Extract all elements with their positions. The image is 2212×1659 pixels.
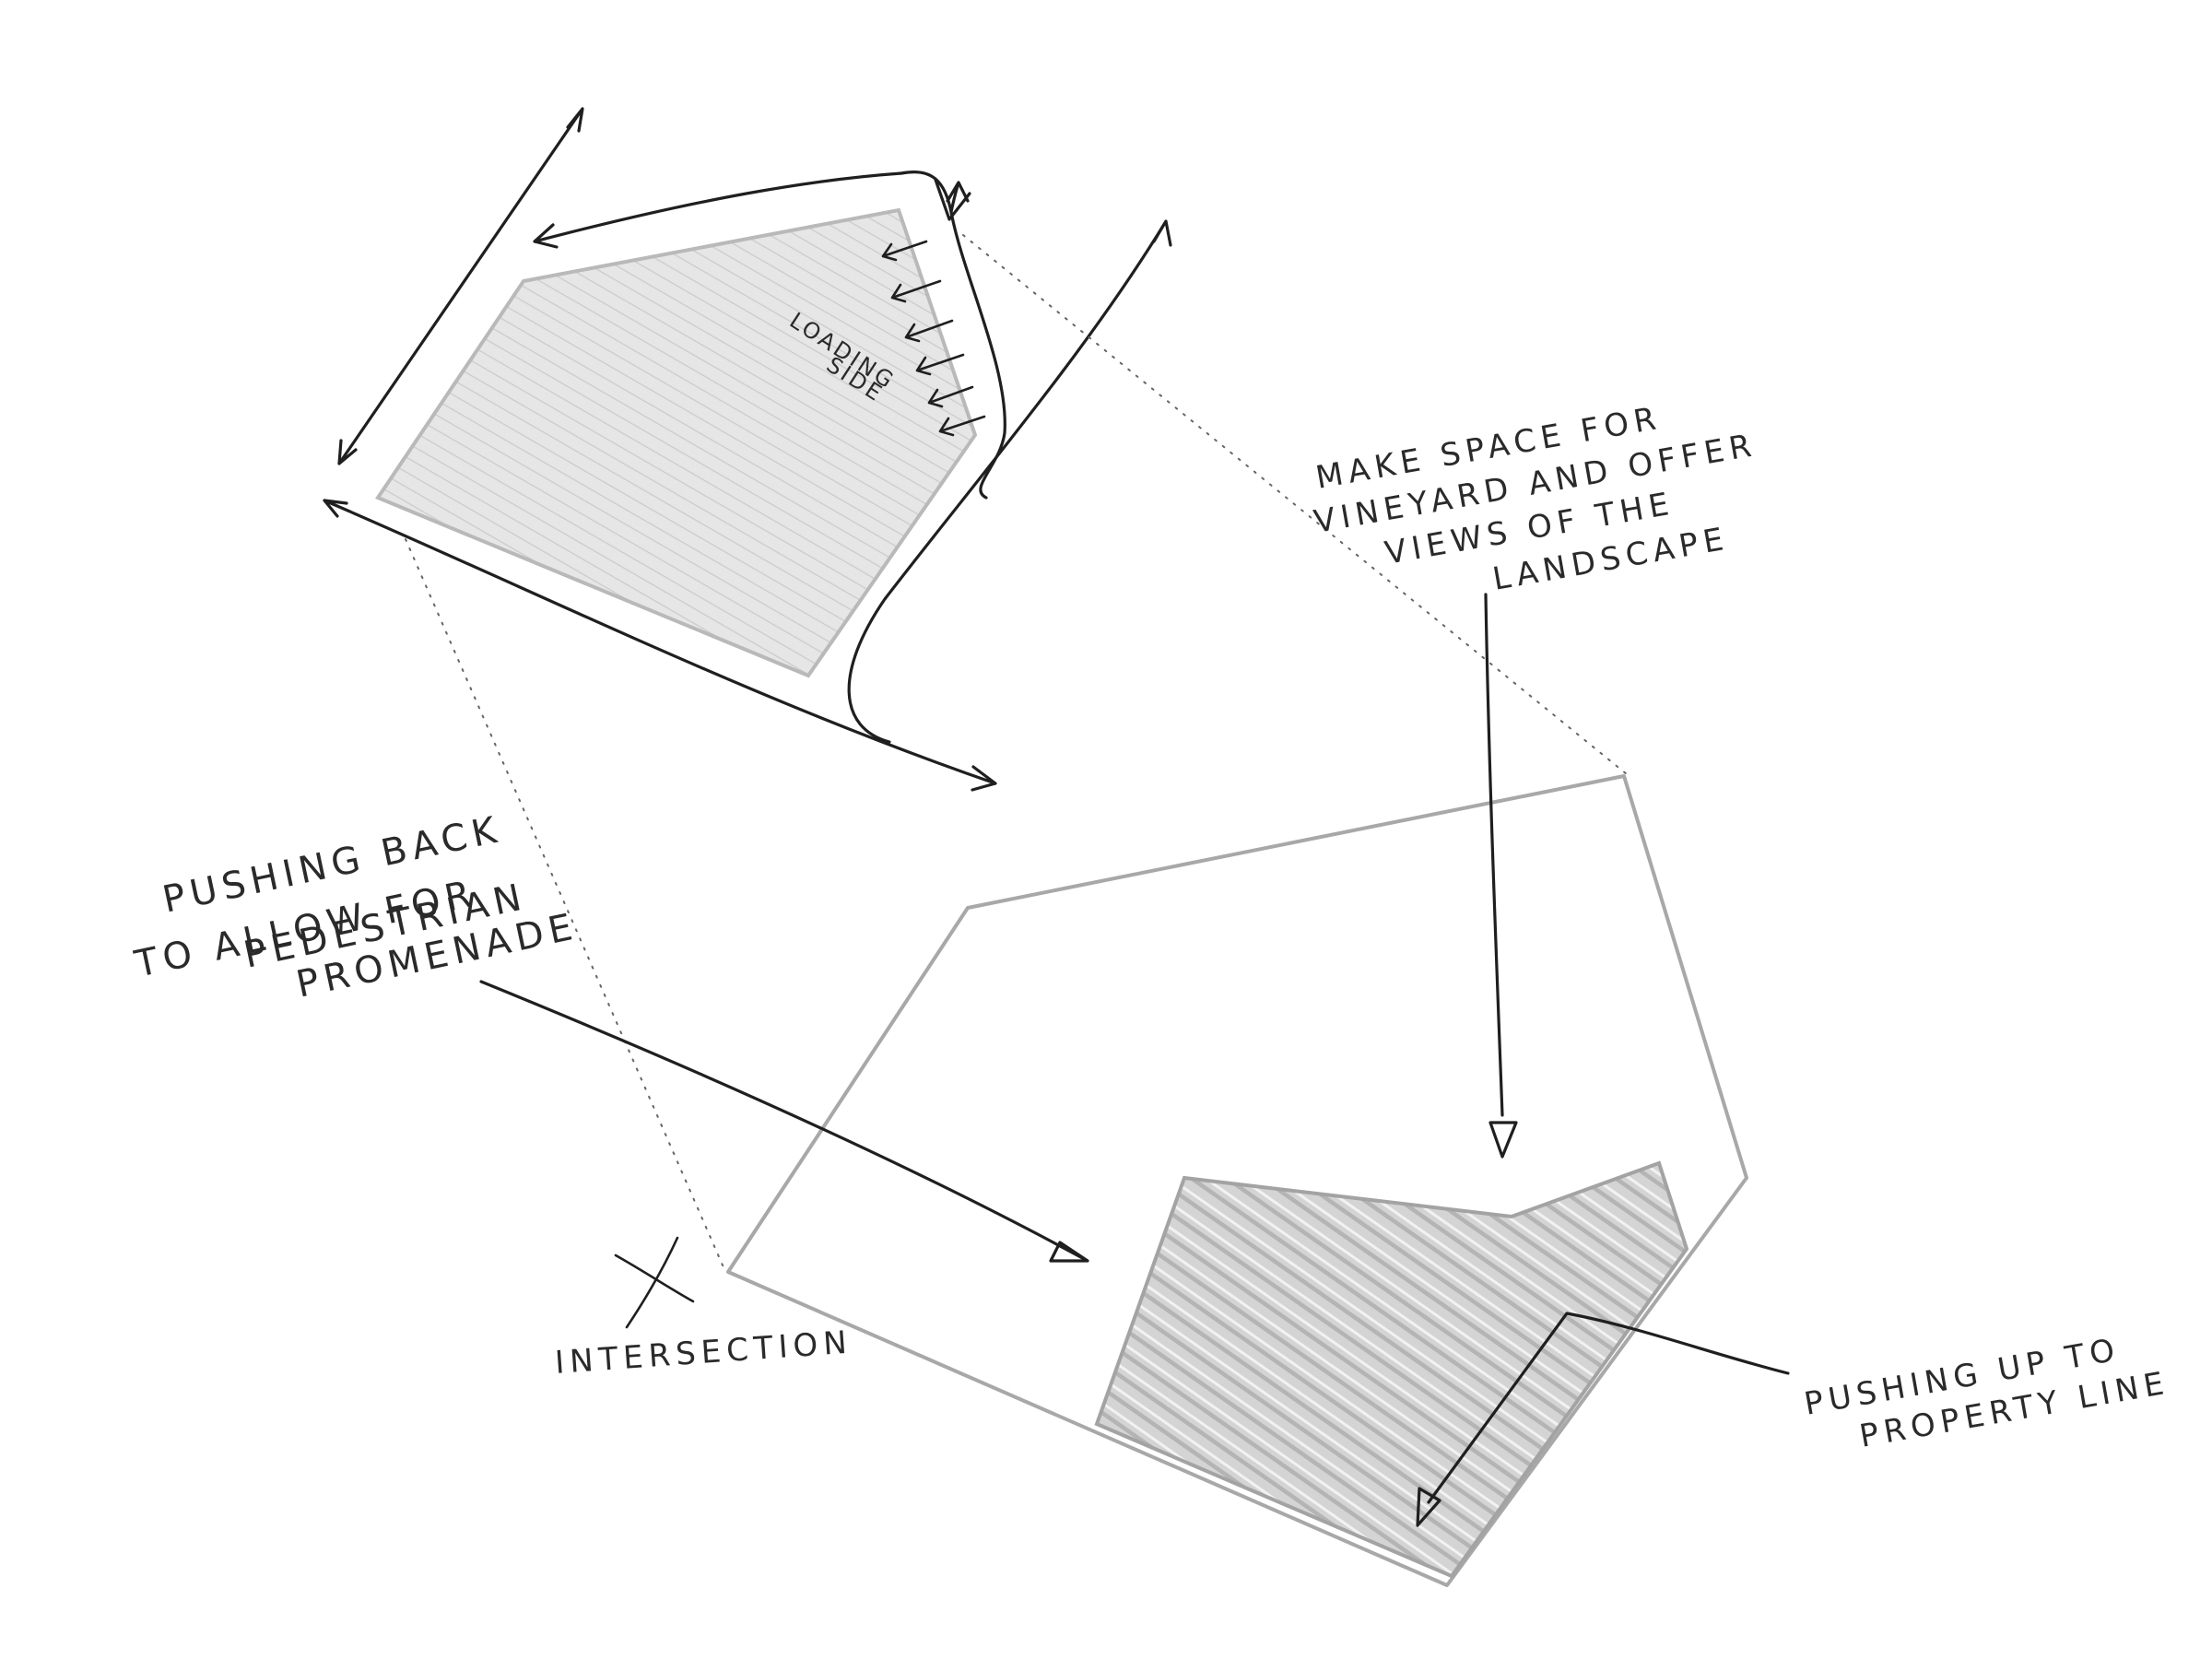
small-massing-diagram: LOADING SIDE <box>323 107 1172 792</box>
double-arrow-right <box>847 219 1172 744</box>
vineyard-label: MAKE SPACE FOR VINEYARD AND OFFER VIEWS … <box>1312 400 1759 598</box>
projection-lines <box>405 234 1628 1268</box>
vineyard-arrow <box>1484 593 1518 1159</box>
corner-curve-arrow <box>900 171 1006 500</box>
promenade-label: PUSHING BACK TO ALLOW FOR PEDESTRIAN PRO… <box>131 808 582 1006</box>
promenade-arrow <box>479 980 1089 1263</box>
building-footprint-hatched <box>1094 1160 1689 1579</box>
intersection-label: INTERSECTION <box>554 1324 853 1382</box>
site-plan-diagram: INTERSECTION PUSHING BACK TO ALLOW FOR P… <box>131 400 2172 1587</box>
site-outline <box>726 774 1748 1587</box>
property-line-label: PUSHING UP TO PROPERTY LINE <box>1802 1331 2172 1455</box>
property-line-arrow <box>1416 1312 1790 1527</box>
small-building-footprint <box>374 207 978 678</box>
double-arrow-top <box>533 171 903 249</box>
double-arrow-bottom <box>323 499 997 792</box>
loading-arrows <box>881 240 986 437</box>
intersection-x-mark <box>614 1236 695 1329</box>
double-arrow-left <box>337 107 584 465</box>
